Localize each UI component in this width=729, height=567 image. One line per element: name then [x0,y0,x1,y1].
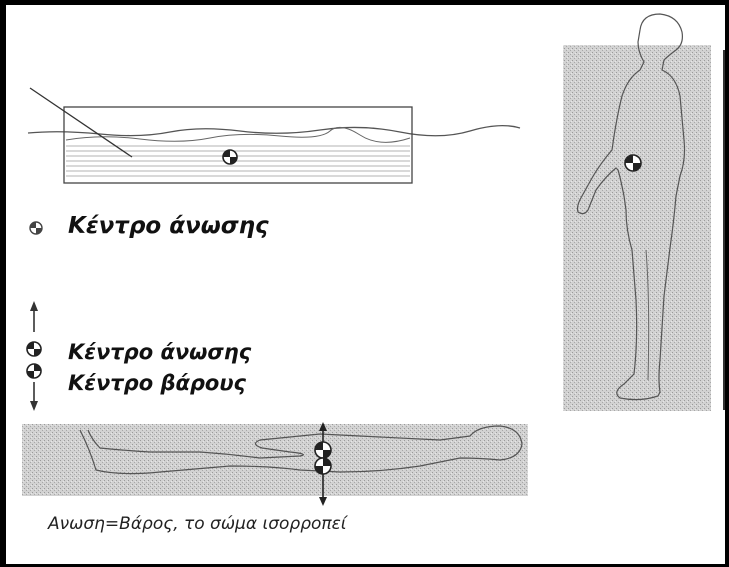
pointer-line [30,88,132,157]
down-arrow-head [319,497,327,506]
lying-figure-panel [22,422,528,506]
water-surface-line [28,126,520,136]
buoyancy-center-label-top: Κέντρο άνωσης [68,213,269,239]
floating-block [64,107,412,183]
equilibrium-caption: Ανωση=Βάρος, το σώμα ισορροπεί [48,514,347,534]
gravity-center-label: Κέντρο βάρους [68,371,246,395]
standing-center-icon [625,155,641,171]
lying-gravity-icon [315,458,331,474]
buoyancy-center-icon [27,342,41,356]
water-block-diagram [28,88,520,183]
buoyancy-center-symbol [223,150,237,164]
buoyancy-center-legend-icon [30,222,42,234]
force-legend [27,301,41,411]
standing-figure-panel [563,14,724,411]
buoyancy-center-label: Κέντρο άνωσης [68,340,251,364]
lying-buoyancy-icon [315,442,331,458]
submerged-hatching [66,146,410,176]
gravity-center-icon [27,364,41,378]
